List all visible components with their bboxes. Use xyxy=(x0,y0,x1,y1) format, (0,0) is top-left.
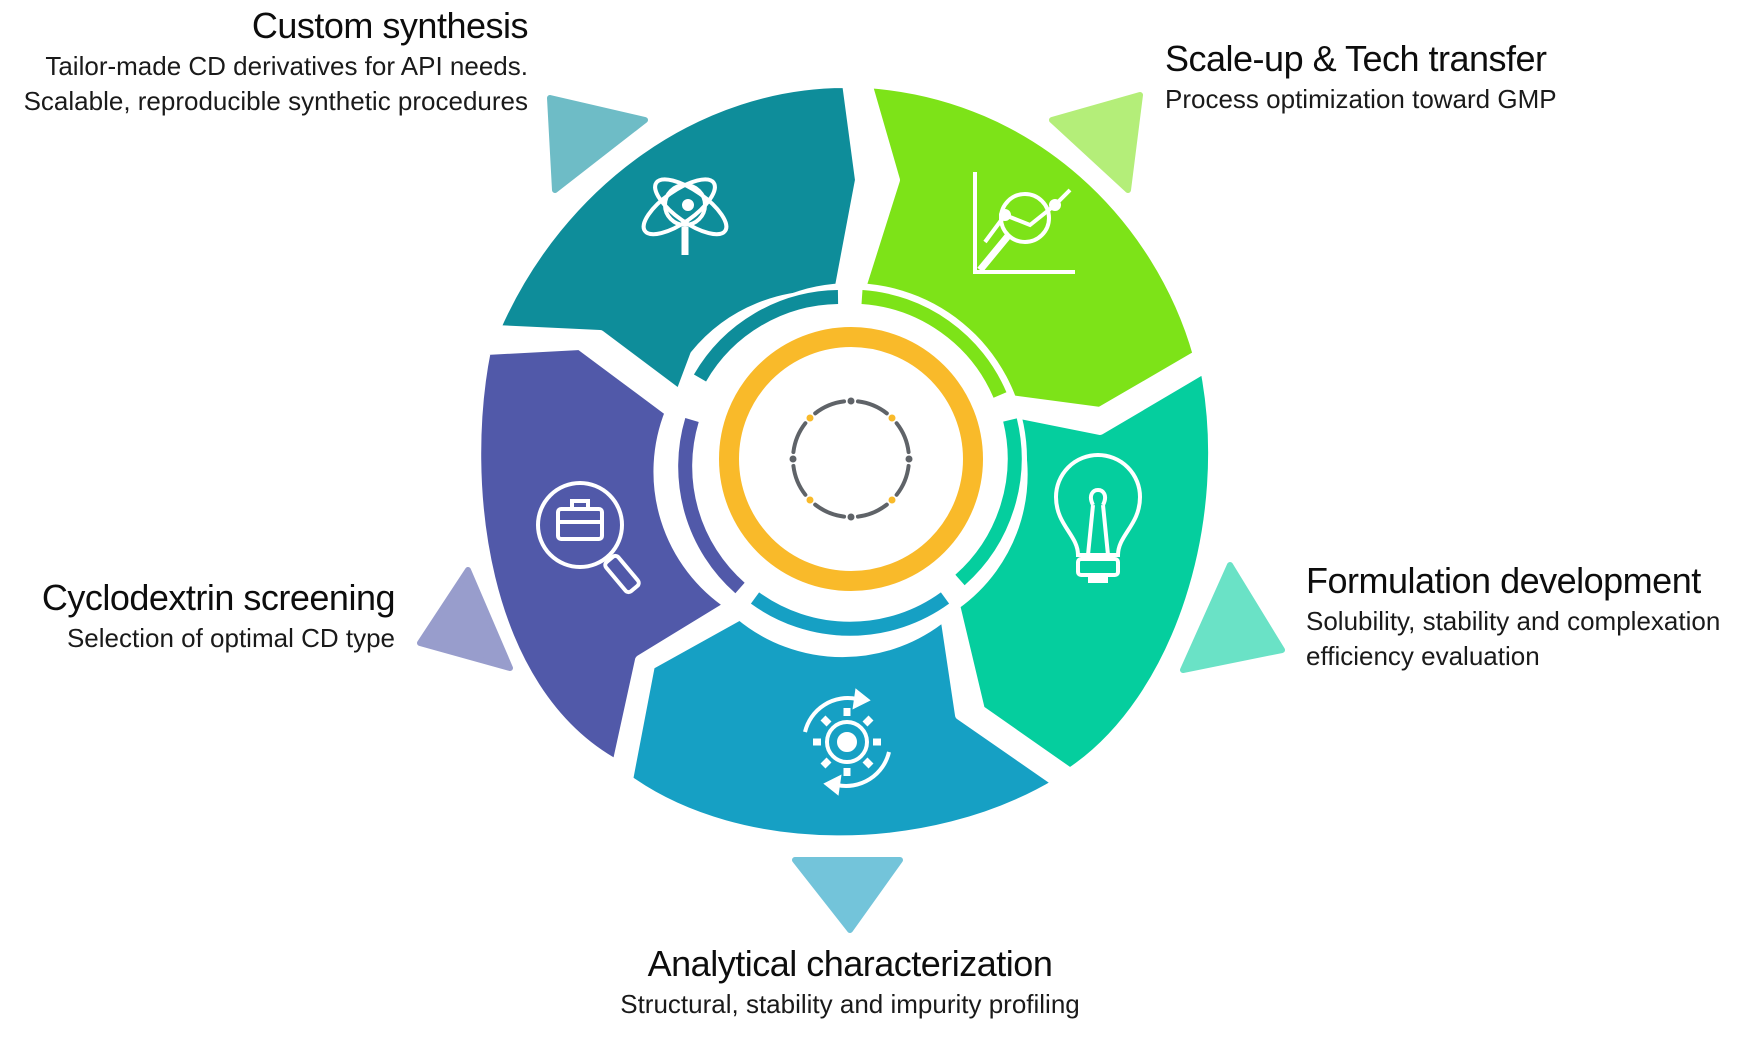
center-dash xyxy=(894,463,911,497)
label-scale: Scale-up & Tech transfer Process optimiz… xyxy=(1165,38,1725,117)
segment-analytical[interactable] xyxy=(623,610,1063,846)
inner-arc-scale xyxy=(861,290,1007,398)
inner-arc-analytical xyxy=(750,592,950,636)
title-custom: Custom synthesis xyxy=(251,5,529,46)
center-dash xyxy=(855,399,889,416)
segment-screening[interactable] xyxy=(471,340,735,770)
desc-screening: Selection of optimal CD type xyxy=(66,623,395,653)
desc-scale: Process optimization toward GMP xyxy=(1165,84,1557,114)
desc-custom: Tailor-made CD derivatives for API needs… xyxy=(23,51,528,116)
title-screening: Cyclodextrin screening xyxy=(41,577,396,618)
center-dot xyxy=(905,455,913,463)
atom-magnifier-icon xyxy=(641,177,729,255)
pointer-formulation xyxy=(1180,562,1285,673)
pointer-custom xyxy=(547,95,648,193)
center-dash xyxy=(855,502,889,519)
pointer-scale xyxy=(1049,92,1143,193)
center-dot xyxy=(789,455,797,463)
briefcase-search-icon xyxy=(536,481,641,595)
gear-cycle-icon xyxy=(803,688,891,796)
lightbulb-icon xyxy=(1053,453,1143,583)
label-analytical: Analytical characterization Structural, … xyxy=(610,943,1090,1022)
desc-formulation: Solubility, stability and complexation e… xyxy=(1306,606,1721,671)
center-dot xyxy=(806,496,814,504)
inner-arc-screening xyxy=(678,417,745,594)
center-dot xyxy=(806,414,814,422)
inner-arc-custom xyxy=(693,290,839,382)
desc-analytical: Structural, stability and impurity profi… xyxy=(620,989,1080,1019)
center-dash xyxy=(894,421,911,455)
chart-magnifier-icon xyxy=(973,172,1075,274)
center-dash xyxy=(813,502,847,519)
label-screening: Cyclodextrin screening Selection of opti… xyxy=(0,577,396,656)
title-analytical: Analytical characterization xyxy=(647,943,1053,984)
center-dot xyxy=(888,414,896,422)
center-dash xyxy=(791,463,808,497)
center-dashed-circle xyxy=(789,397,913,521)
center-ring xyxy=(719,327,983,591)
inner-arc-formulation xyxy=(955,418,1022,586)
title-formulation: Formulation development xyxy=(1306,560,1701,601)
pointer-screening xyxy=(417,567,513,671)
center-dot xyxy=(888,496,896,504)
center-dash xyxy=(813,399,847,416)
center-dash xyxy=(791,421,808,455)
pointer-analytical xyxy=(792,857,903,933)
center-dot xyxy=(847,513,855,521)
center-white xyxy=(713,321,989,597)
center-dot xyxy=(847,397,855,405)
label-formulation: Formulation development Solubility, stab… xyxy=(1306,560,1746,674)
title-scale: Scale-up & Tech transfer xyxy=(1165,38,1547,79)
label-custom: Custom synthesis Tailor-made CD derivati… xyxy=(10,5,529,119)
